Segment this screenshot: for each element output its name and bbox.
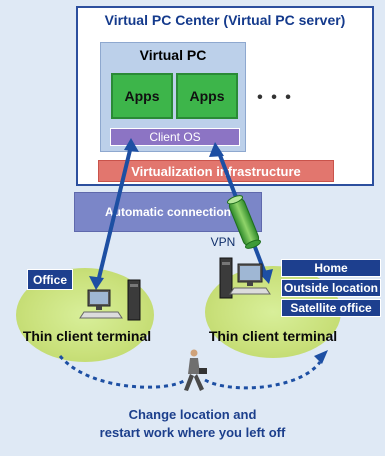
virtualization-infrastructure-bar: Virtualization infrastructure xyxy=(98,160,334,182)
footer-caption: Change location and restart work where y… xyxy=(20,404,365,444)
satellite-office-tag: Satellite office xyxy=(281,299,381,317)
apps-block-2: Apps xyxy=(176,73,238,119)
footer-line-2: restart work where you left off xyxy=(99,425,286,440)
remote-thin-client-label: Thin client terminal xyxy=(208,328,338,344)
apps-block-1: Apps xyxy=(111,73,173,119)
relocation-arrow-head xyxy=(314,350,328,364)
relocation-path-right xyxy=(204,361,322,390)
home-tag: Home xyxy=(281,259,381,277)
office-tag: Office xyxy=(27,269,73,290)
office-thin-client-computer-icon xyxy=(79,279,141,321)
more-apps-ellipsis: • • • xyxy=(257,89,293,106)
relocation-path-left xyxy=(58,355,186,389)
vpn-label: VPN xyxy=(210,235,236,249)
walking-person-icon xyxy=(184,349,207,391)
footer-line-1: Change location and xyxy=(128,407,257,422)
office-thin-client-label: Thin client terminal xyxy=(22,328,152,344)
virtual-pc-title: Virtual PC xyxy=(139,47,207,63)
client-os-bar: Client OS xyxy=(110,128,240,146)
remote-thin-client-computer-icon xyxy=(219,257,271,299)
vpn-tunnel-icon xyxy=(227,195,261,249)
office-connection-arrow xyxy=(89,138,139,290)
outside-location-tag: Outside location xyxy=(281,279,381,297)
virtual-pc-center-title: Virtual PC Center (Virtual PC server) xyxy=(104,12,346,28)
